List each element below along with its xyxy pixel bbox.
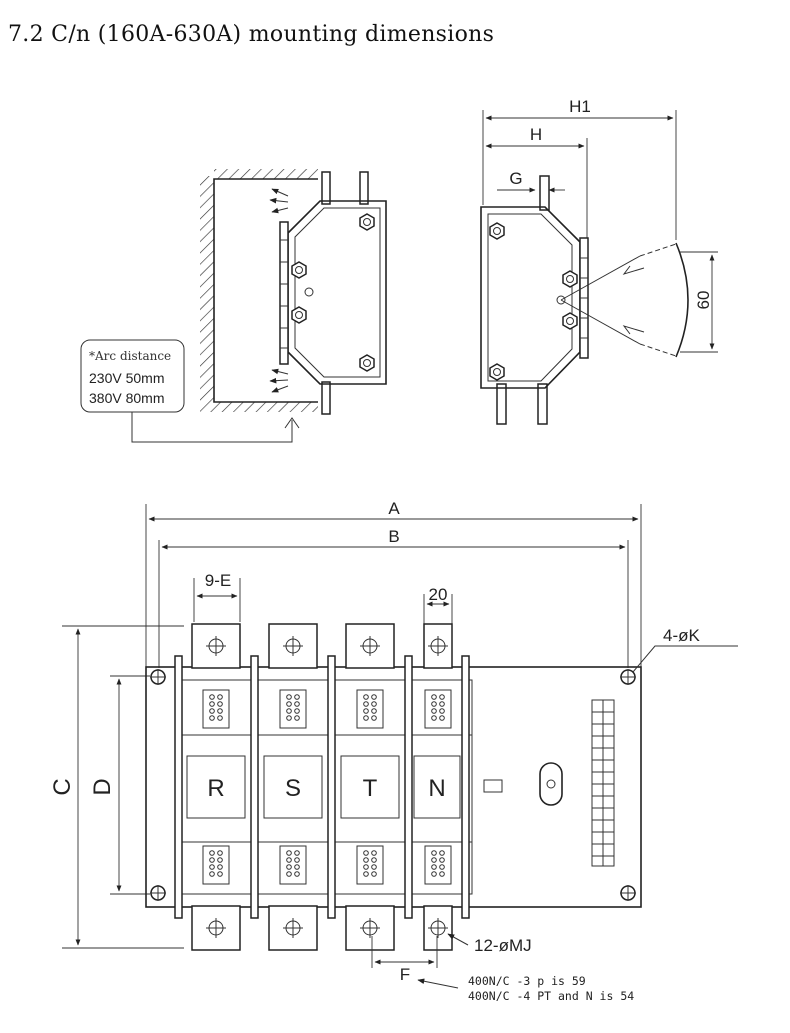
f-note-line1: 400N/C -3 p is 59 (468, 974, 586, 988)
nut-icon (291, 261, 307, 279)
dim-c-label: C (49, 778, 76, 795)
separator (461, 655, 470, 919)
dim-b-label: B (388, 527, 399, 546)
pole-label-r: R (207, 775, 224, 802)
terminal-bottom-s (268, 905, 318, 951)
pole-label-t: T (363, 775, 378, 802)
pole-box-s (263, 755, 323, 819)
dim-g-label: G (509, 169, 522, 188)
terminal-top-r (191, 623, 241, 669)
separator (327, 655, 336, 919)
terminal-bottom-t (345, 905, 395, 951)
terminal-top-n (423, 623, 453, 669)
dim-d-label: D (89, 778, 116, 795)
handle-swing (560, 242, 689, 358)
arc-note-leader (131, 412, 293, 443)
nut-icon (489, 363, 505, 381)
k-leader (632, 645, 738, 673)
contact-grid-icon (279, 689, 307, 729)
wall-line (213, 178, 318, 403)
dim-h1-label: H1 (569, 97, 591, 116)
mount-hole-icon (620, 669, 636, 685)
terminal-bottom-n (423, 905, 453, 951)
side-body (287, 200, 387, 385)
separator (404, 655, 413, 919)
terminal-top-t (345, 623, 395, 669)
wall-hatch-bottom (214, 402, 318, 412)
page-title: 7.2 C/n (160A-630A) mounting dimensions (8, 22, 495, 47)
mount-hole-icon (150, 885, 166, 901)
end-view: H1 H G (480, 97, 718, 425)
operating-handle (539, 762, 563, 806)
terminal-top-s (268, 623, 318, 669)
dim-mj-label: 12-øMJ (474, 936, 532, 955)
arc-arrows-top (269, 188, 289, 214)
separator (250, 655, 259, 919)
pivot-icon (304, 287, 314, 297)
nut-icon (489, 222, 505, 240)
pole-box-n (413, 755, 461, 819)
indicator-window (483, 779, 503, 793)
contact-grid-icon (279, 845, 307, 885)
contact-grid-icon (424, 689, 452, 729)
pole-label-s: S (285, 775, 301, 802)
mj-leader-arrow (447, 933, 469, 946)
dim-a-label: A (388, 499, 400, 518)
mount-hole-icon (620, 885, 636, 901)
terminal-bottom-r (191, 905, 241, 951)
arc-distance-230v: 230V 50mm (89, 370, 164, 386)
f-note-line2: 400N/C -4 PT and N is 54 (468, 989, 634, 1003)
arc-note-arrowhead (284, 417, 300, 429)
dim-20-label: 20 (429, 585, 448, 604)
side-rib-plate (279, 221, 289, 365)
f-note-leader (417, 978, 459, 989)
top-bar-left (321, 171, 331, 205)
nut-icon (562, 270, 578, 288)
dim-h-label: H (530, 125, 542, 144)
nut-icon (562, 312, 578, 330)
separator (174, 655, 183, 919)
arc-distance-heading: *Arc distance (89, 349, 171, 363)
arc-arrows-bottom (269, 368, 289, 393)
dim-k-label: 4-øK (663, 626, 701, 645)
end-bottom-bar-left (496, 383, 507, 425)
dim-f-label: F (400, 965, 410, 984)
pole-label-n: N (428, 775, 445, 802)
mount-hole-icon (150, 669, 166, 685)
side-view: *Arc distance 230V 50mm 380V 80mm (80, 169, 387, 443)
top-bar-right (359, 171, 369, 205)
end-top-bar (539, 175, 550, 211)
contact-grid-icon (356, 845, 384, 885)
nut-icon (359, 354, 375, 372)
handle-pivot-icon (546, 779, 556, 789)
wall-hatch-vertical (200, 176, 214, 412)
end-bottom-bar-right (537, 383, 548, 425)
pole-box-t (340, 755, 400, 819)
bottom-bar-left (321, 381, 331, 415)
front-view: A B 9-E 20 C D (49, 499, 738, 1003)
end-body-inner (487, 213, 573, 382)
contact-grid-icon (202, 845, 230, 885)
dim-e-label: 9-E (205, 571, 231, 590)
nut-icon (291, 306, 307, 324)
contact-grid-icon (424, 845, 452, 885)
dim-60-label: 60 (694, 291, 713, 310)
pole-box-r (186, 755, 246, 819)
pivot-icon (556, 295, 566, 305)
side-body-inner (294, 207, 381, 378)
contact-grid-icon (202, 689, 230, 729)
arc-distance-380v: 380V 80mm (89, 390, 164, 406)
wall-hatch-top (214, 169, 318, 179)
nut-icon (359, 213, 375, 231)
contact-grid-icon (356, 689, 384, 729)
